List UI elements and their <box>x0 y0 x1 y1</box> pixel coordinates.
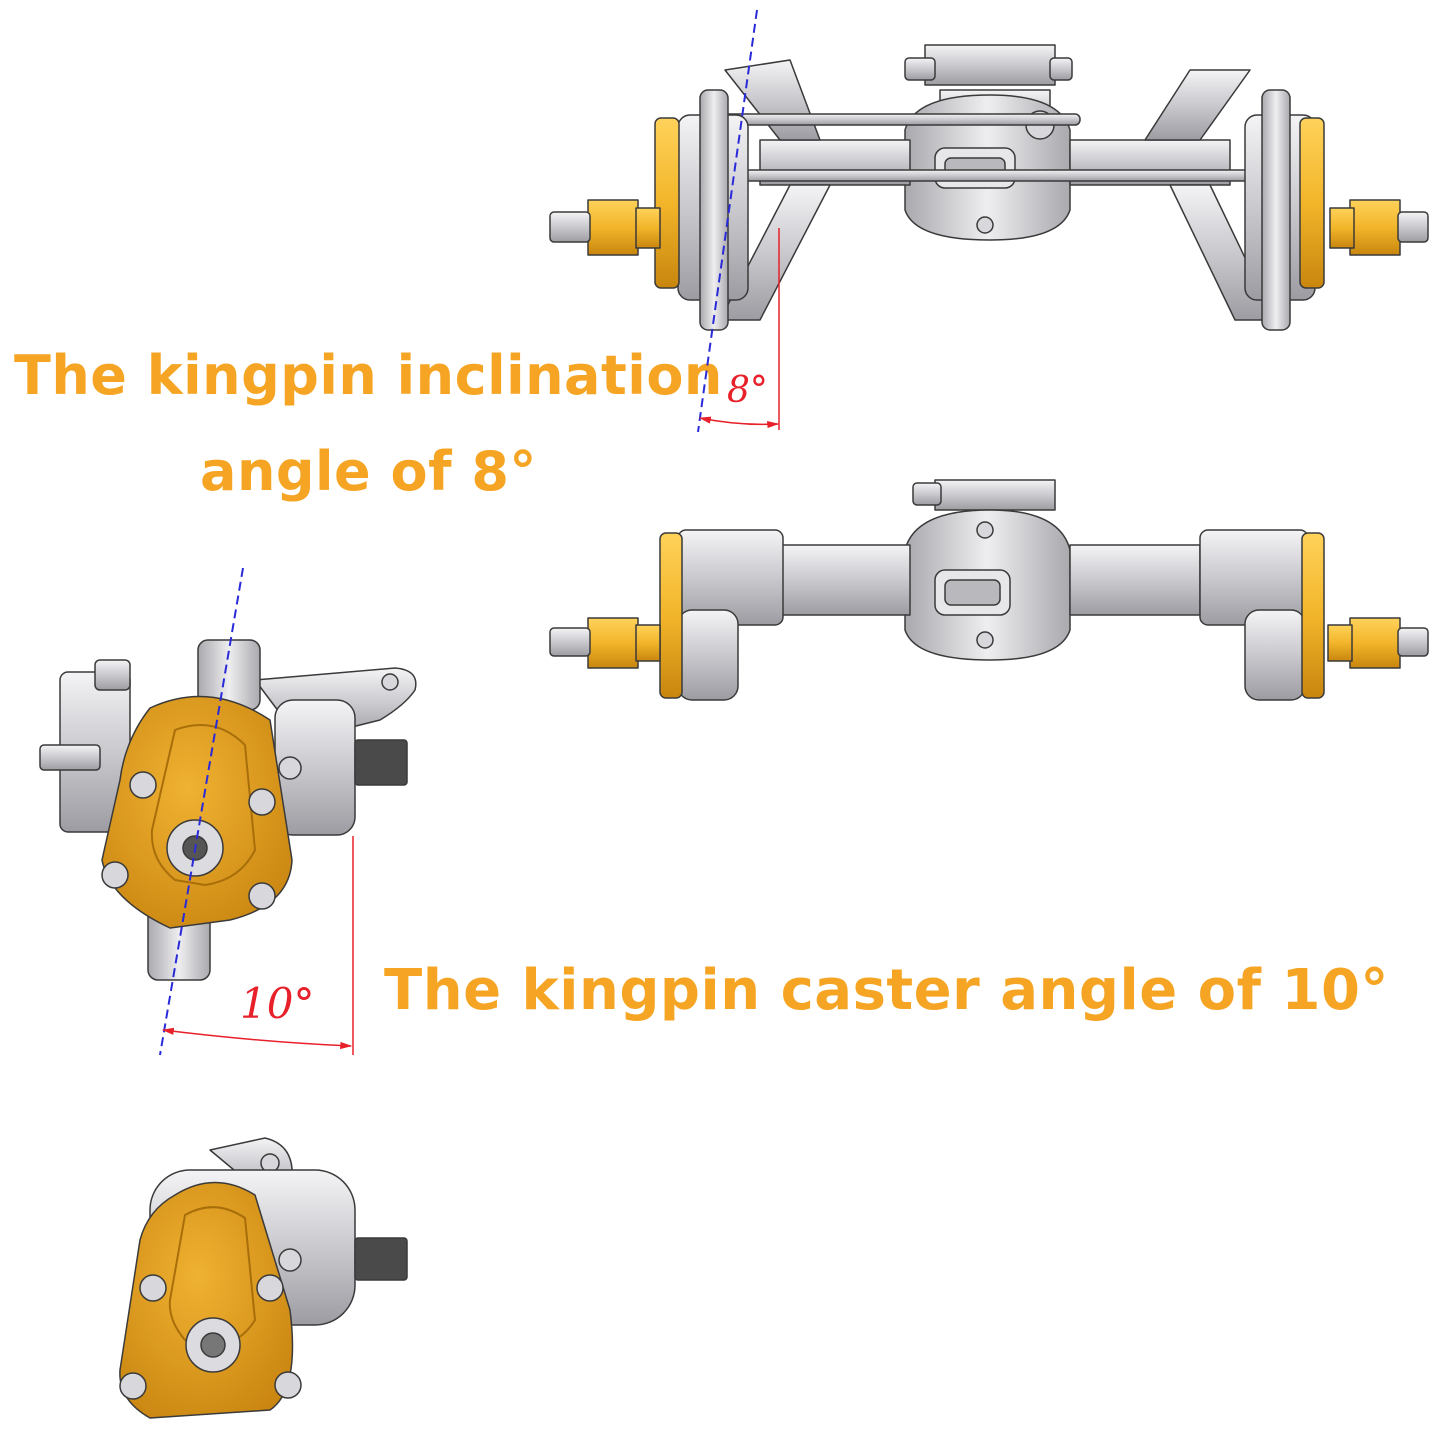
caster-angle-label: 10° <box>240 979 314 1028</box>
caster-dimension-arc <box>161 1027 353 1050</box>
inclination-caption-line1: The kingpin inclination <box>14 344 723 407</box>
front-axle-steering-view <box>549 44 1429 331</box>
knuckle-side-view-caster <box>39 639 417 981</box>
caster-caption: The kingpin caster angle of 10° <box>384 958 1389 1023</box>
caster-axis-line <box>159 567 244 1056</box>
inclination-dimension-arc <box>698 416 780 429</box>
inclination-caption-line2: angle of 8° <box>200 440 537 503</box>
inclination-angle-label: 8° <box>727 370 768 411</box>
front-axle-plain-view <box>549 479 1429 701</box>
knuckle-rear-view <box>119 1137 408 1419</box>
kingpin-axis-line <box>697 9 758 433</box>
